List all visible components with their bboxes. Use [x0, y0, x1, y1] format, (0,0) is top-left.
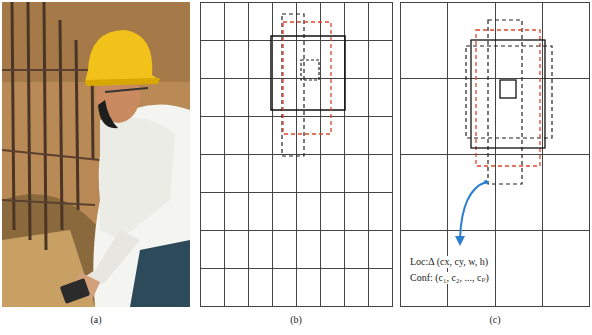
location-formula: Loc:Δ (cx, cy, w, h): [409, 256, 489, 268]
confidence-formula: Conf: (c₁, c₂, ..., cₚ): [409, 272, 490, 284]
panel-caption: (a): [90, 314, 101, 326]
anchor-boxes-coarse: [466, 20, 552, 184]
leader-arrow: [455, 180, 488, 246]
panel-caption: (c): [489, 314, 500, 326]
worker-photo: [2, 2, 190, 307]
anchor-boxes-fine: [271, 14, 345, 156]
panel-caption: (b): [290, 314, 302, 326]
fine-grid: [200, 2, 393, 307]
coarse-grid: [400, 2, 590, 307]
